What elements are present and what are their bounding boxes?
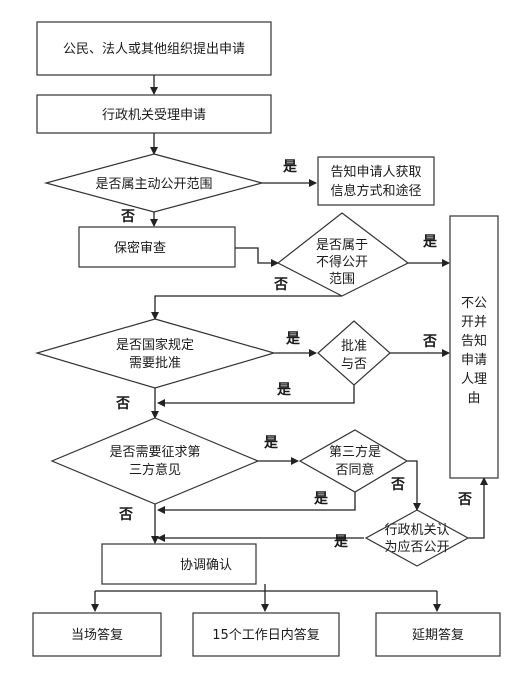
- node-q-public: [43, 153, 265, 213]
- node-q-third: [50, 417, 260, 505]
- edge-agency-refuse: [468, 477, 488, 539]
- label-approve-2: 与否: [341, 357, 367, 372]
- node-approve: [317, 320, 391, 386]
- node-accept: [36, 94, 272, 134]
- edge-label-approval-no: 否: [115, 396, 130, 412]
- edge-approve-back: [157, 383, 355, 407]
- edge-label-agree-yes: 是: [314, 491, 329, 507]
- label-agency-decide-2: 为应否公开: [384, 539, 449, 555]
- edge-label-third-no: 否: [118, 507, 133, 523]
- label-accept: 行政机关受理申请: [102, 108, 206, 123]
- node-apply: [36, 21, 272, 76]
- edge-label-third-yes: 是: [264, 435, 279, 451]
- label-refuse-2: 开并: [461, 315, 487, 330]
- edge-labels: 是 否 是 否 是 否 是 否 是 否 是 否 否 是: [115, 159, 472, 550]
- edge-secrecy-forbidden: [235, 247, 279, 267]
- node-labels: 公民、法人或其他组织提出申请 行政机关受理申请 是否属主动公开范围 告知申请人获…: [63, 41, 487, 643]
- edge-agree-back: [157, 492, 356, 514]
- node-inform: [317, 156, 435, 206]
- nodes: [32, 21, 501, 657]
- edge-label-agency-no: 否: [457, 492, 472, 508]
- edge-forbidden-approval: [151, 295, 342, 320]
- label-q-forbidden-1: 是否属于: [316, 238, 368, 253]
- node-third-agree: [298, 429, 409, 493]
- edges: [91, 75, 488, 612]
- label-refuse-6: 由: [467, 391, 480, 406]
- edge-label-approve-yes: 是: [277, 382, 292, 398]
- label-refuse-4: 申请: [461, 353, 487, 368]
- label-refuse-5: 人理: [461, 372, 487, 387]
- edge-agree-agency: [407, 460, 421, 511]
- node-reply-now: [32, 612, 162, 657]
- edge-label-public-no: 否: [120, 209, 135, 225]
- node-refuse: [449, 215, 499, 479]
- label-refuse-3: 告知: [461, 333, 487, 349]
- edge-label-agree-no: 否: [390, 477, 405, 493]
- edge-label-agency-yes: 是: [334, 534, 349, 550]
- label-third-agree-2: 否同意: [335, 462, 374, 478]
- node-q-approval: [34, 318, 277, 389]
- node-agency-decide: [364, 509, 470, 567]
- label-q-approval-2: 需要批准: [129, 356, 181, 371]
- label-q-approval-1: 是否国家规定: [116, 337, 194, 353]
- label-q-public: 是否属主动公开范围: [95, 177, 212, 192]
- label-inform-1: 告知申请人获取: [330, 164, 421, 180]
- label-third-agree-1: 第三方是: [329, 444, 381, 460]
- label-secrecy: 保密审查: [114, 240, 166, 256]
- label-q-third-2: 三方意见: [129, 462, 181, 478]
- label-reply-now: 当场答复: [71, 627, 123, 643]
- node-coordinate: [101, 543, 257, 585]
- label-inform-2: 信息方式和途径: [330, 183, 421, 199]
- node-reply-delay: [375, 612, 501, 657]
- edge-label-forbidden-yes: 是: [423, 234, 438, 250]
- label-q-forbidden-3: 范围: [329, 272, 355, 287]
- label-reply-15: 15个工作日内答复: [212, 627, 320, 643]
- node-q-forbidden: [276, 212, 410, 297]
- label-agency-decide-1: 行政机关认: [384, 523, 449, 538]
- label-apply: 公民、法人或其他组织提出申请: [63, 41, 245, 57]
- label-approve-1: 批准: [341, 339, 367, 354]
- label-reply-delay: 延期答复: [412, 627, 464, 643]
- edge-label-approval-yes: 是: [286, 331, 301, 347]
- node-reply-15: [192, 612, 340, 657]
- label-q-forbidden-2: 不得公开: [316, 254, 368, 270]
- label-coordinate: 协调确认: [180, 558, 232, 573]
- edge-label-forbidden-no: 否: [273, 277, 288, 293]
- label-q-third-1: 是否需要征求第: [109, 445, 200, 460]
- edge-label-approve-no: 否: [422, 334, 437, 350]
- edge-label-public-yes: 是: [283, 159, 298, 175]
- node-secrecy: [78, 226, 236, 268]
- label-refuse-1: 不公: [461, 296, 487, 311]
